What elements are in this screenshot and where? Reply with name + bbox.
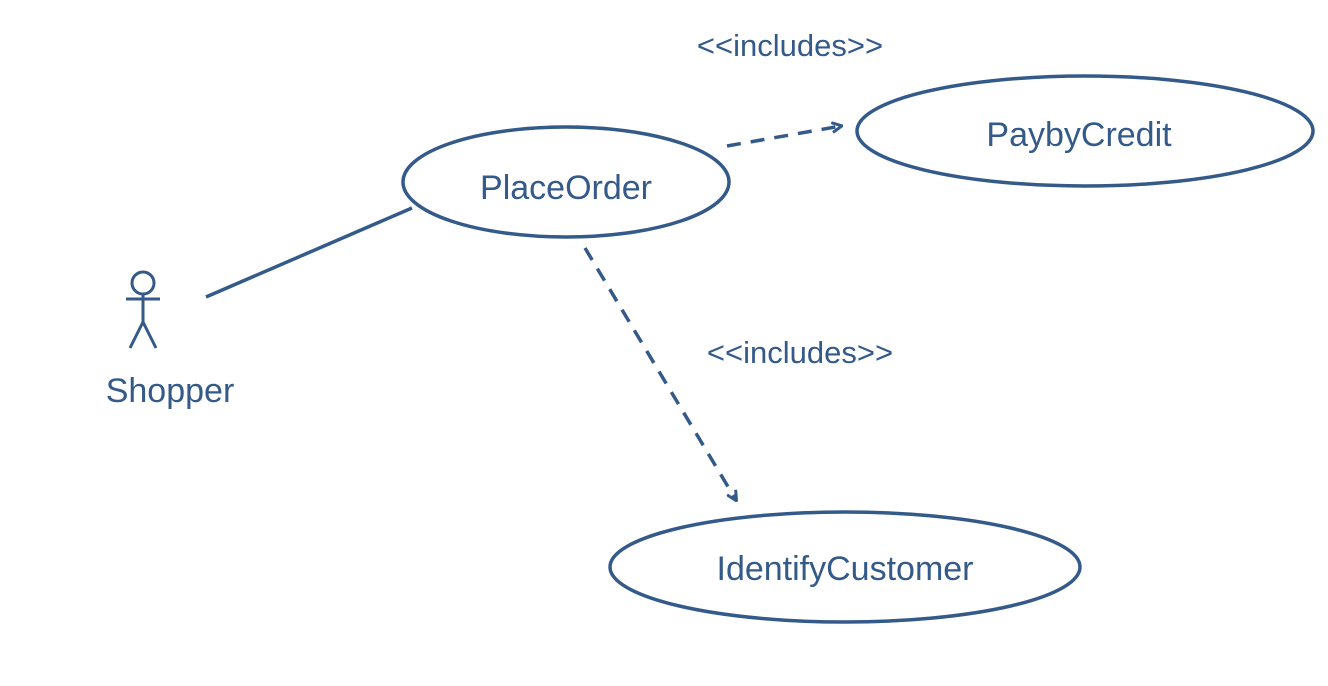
include-arrow-identify-customer xyxy=(583,247,736,500)
shopper-actor[interactable]: Shopper xyxy=(106,270,235,410)
use-case-label: IdentifyCustomer xyxy=(717,550,974,588)
use-case-identify-customer[interactable]: IdentifyCustomer xyxy=(608,510,1082,624)
includes-label-pay: <<includes>> xyxy=(697,28,883,63)
use-case-pay-by-credit[interactable]: PaybyCredit xyxy=(855,74,1315,188)
actor-label: Shopper xyxy=(106,372,235,410)
use-case-label: PlaceOrder xyxy=(480,169,652,207)
use-case-ellipse xyxy=(855,74,1315,188)
use-case-ellipse xyxy=(608,510,1082,624)
stick-figure-icon xyxy=(126,270,160,349)
use-case-place-order[interactable]: PlaceOrder xyxy=(401,125,731,239)
use-case-label: PaybyCredit xyxy=(986,116,1172,154)
includes-label-identify: <<includes>> xyxy=(707,335,893,370)
use-case-ellipse xyxy=(401,125,731,239)
include-arrow-pay-by-credit xyxy=(726,126,841,148)
association-line xyxy=(205,206,413,299)
